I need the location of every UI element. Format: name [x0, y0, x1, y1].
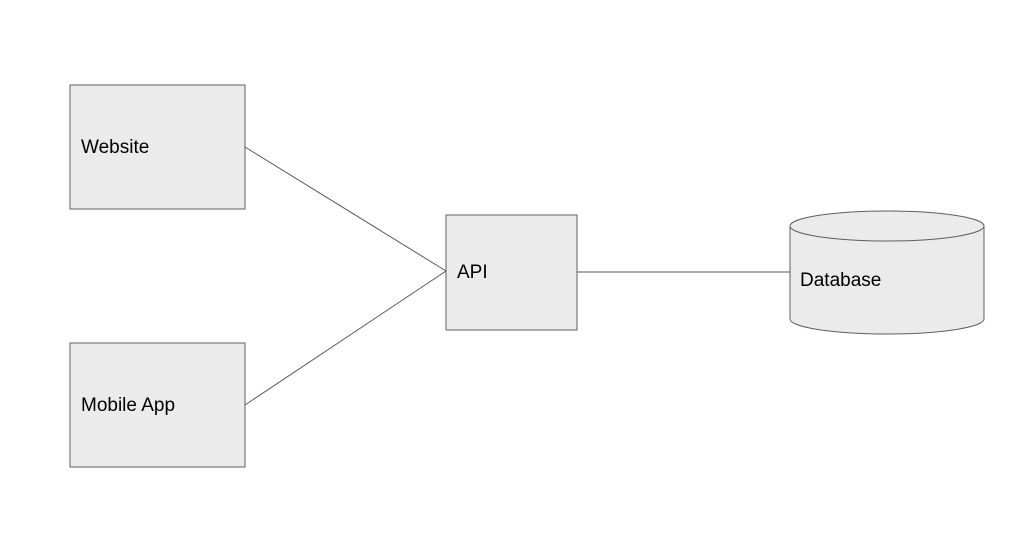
- node-database: Database: [789, 210, 985, 335]
- edge-mobile-app-to-api: [244, 270, 447, 406]
- node-api-box: [445, 214, 578, 331]
- node-mobile-app-box: [69, 342, 246, 468]
- node-mobile-app: Mobile App: [69, 342, 246, 468]
- node-website-label: Website: [81, 137, 149, 158]
- node-mobile-app-label: Mobile App: [81, 395, 175, 416]
- node-database-body: [789, 226, 985, 335]
- node-api-label: API: [457, 262, 488, 283]
- edge-website-to-api: [244, 146, 447, 272]
- node-api: API: [445, 214, 578, 331]
- node-website: Website: [69, 84, 246, 210]
- node-database-top: [789, 210, 985, 242]
- node-database-label: Database: [800, 270, 881, 291]
- node-website-box: [69, 84, 246, 210]
